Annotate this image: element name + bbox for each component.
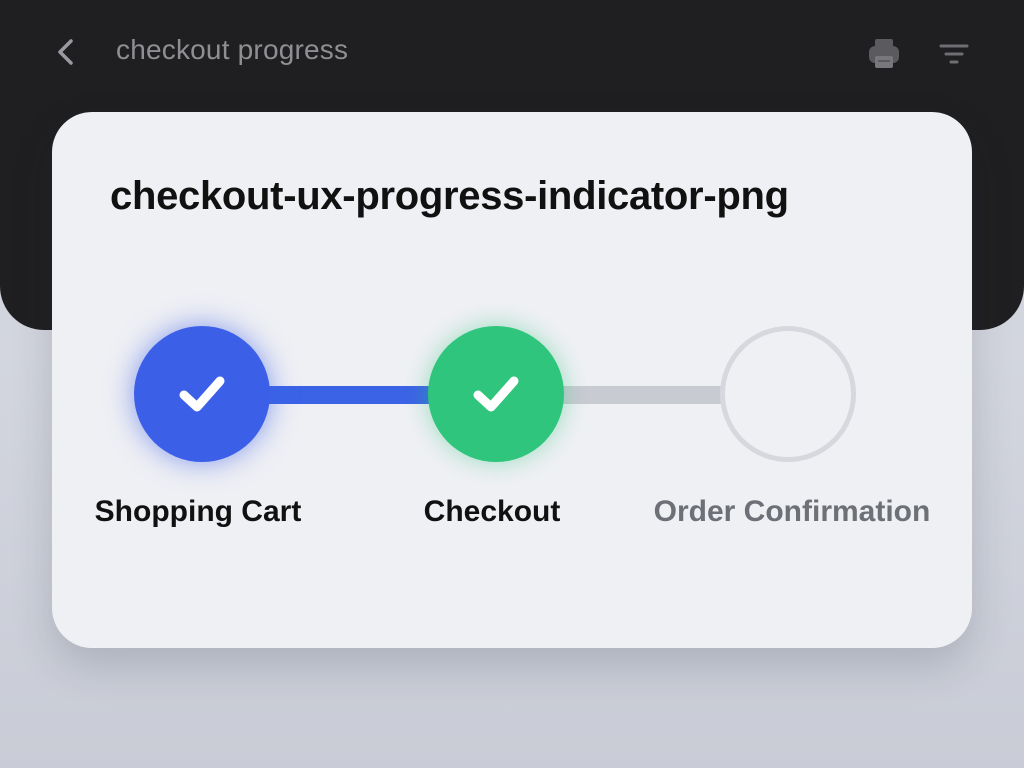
card-title: checkout-ux-progress-indicator-png	[110, 174, 789, 218]
step-shopping-cart[interactable]	[134, 326, 270, 462]
print-button[interactable]	[864, 34, 904, 74]
app-title: checkout progress	[116, 34, 349, 65]
filter-icon	[939, 44, 969, 64]
step-label-shopping-cart: Shopping Cart	[94, 495, 302, 528]
step-label-checkout: Checkout	[423, 495, 561, 528]
step-label-order-confirmation: Order Confirmation	[653, 495, 931, 528]
chevron-left-icon	[58, 39, 73, 65]
step-order-confirmation[interactable]	[720, 326, 856, 462]
progress-card: checkout-ux-progress-indicator-png Shopp…	[52, 112, 972, 648]
printer-icon	[869, 39, 899, 68]
step-checkout[interactable]	[428, 326, 564, 462]
check-icon	[179, 376, 225, 412]
back-button[interactable]	[46, 32, 86, 72]
check-icon	[473, 376, 519, 412]
filter-button[interactable]	[934, 34, 974, 74]
